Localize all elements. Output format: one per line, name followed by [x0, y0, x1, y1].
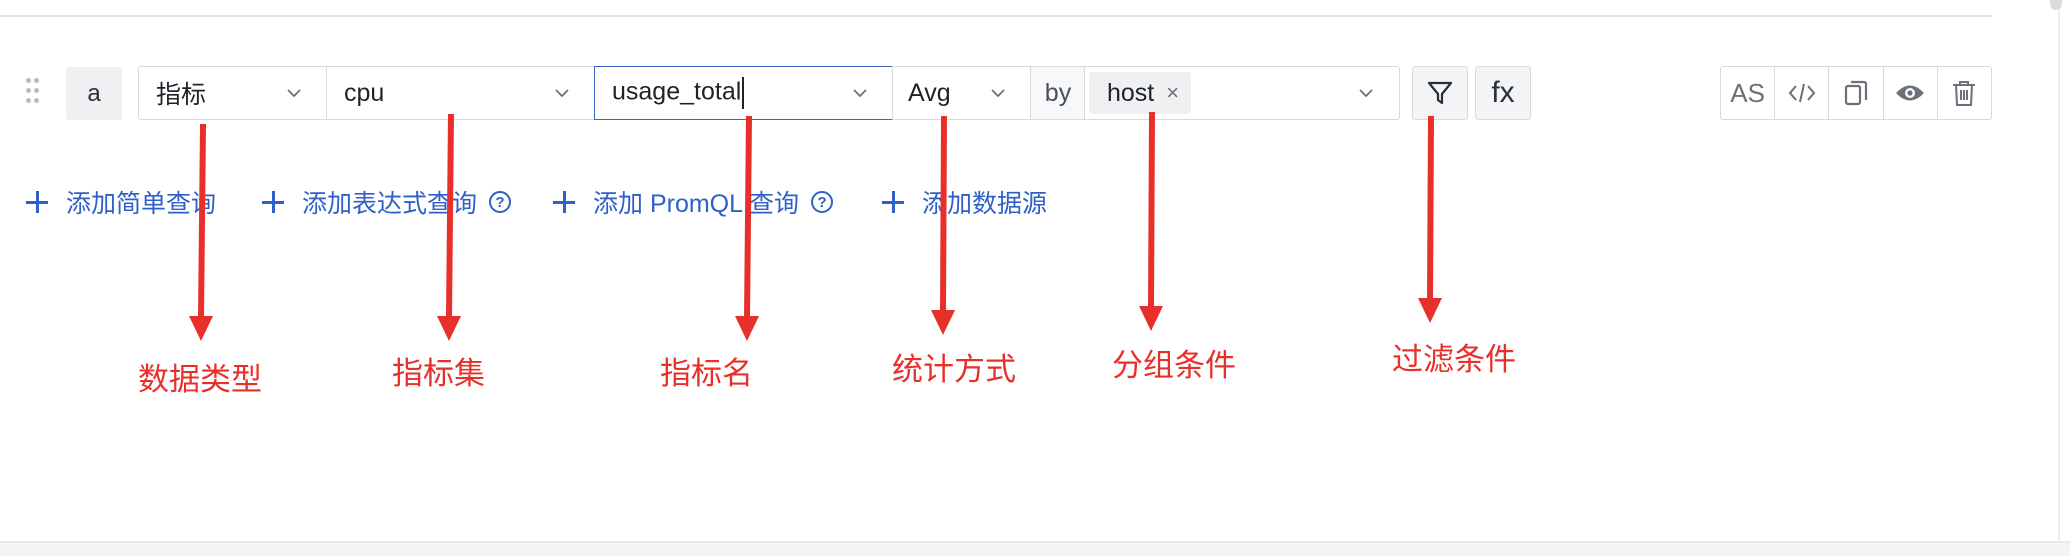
annotation-aggregation: 统计方式 [892, 352, 1016, 388]
function-button[interactable]: fx [1475, 66, 1531, 120]
code-icon [1788, 83, 1816, 103]
aggregation-select[interactable]: Avg [892, 66, 1032, 120]
annotation-filter: 过滤条件 [1392, 342, 1516, 378]
metric-name-value: usage_total [595, 77, 745, 109]
query-name-label: a [87, 79, 101, 107]
top-divider [0, 15, 1992, 17]
add-promql-query-link[interactable]: 添加 PromQL 查询 ? [553, 182, 834, 222]
plus-icon [26, 191, 48, 213]
chevron-down-icon [555, 86, 569, 100]
query-tools: AS [1720, 66, 1992, 120]
filter-button[interactable] [1412, 66, 1468, 120]
add-simple-query-label: 添加简单查询 [66, 190, 217, 218]
close-icon[interactable]: × [1166, 80, 1180, 105]
group-tag: host × [1089, 72, 1192, 114]
filter-icon [1427, 81, 1453, 105]
metric-name-select[interactable]: usage_total [594, 66, 894, 120]
add-simple-query-link[interactable]: 添加简单查询 [26, 182, 216, 222]
alias-button[interactable]: AS [1721, 67, 1776, 119]
aggregation-value: Avg [908, 78, 951, 107]
chevron-down-icon [287, 86, 301, 100]
arrow-filter [1418, 115, 1442, 323]
delete-button[interactable] [1938, 67, 1991, 119]
by-text: by [1044, 78, 1072, 107]
annotation-data-type: 数据类型 [138, 362, 262, 398]
plus-icon [262, 191, 284, 213]
metric-name-text: usage_total [612, 77, 742, 106]
annotation-metric-name: 指标名 [660, 356, 753, 392]
metric-set-select[interactable]: cpu [326, 66, 596, 120]
copy-button[interactable] [1829, 67, 1884, 119]
help-icon[interactable]: ? [811, 191, 834, 213]
page-bottom-strip [0, 543, 2070, 556]
bottom-divider [0, 541, 2070, 543]
drag-handle-icon[interactable] [26, 78, 40, 104]
arrow-metric-name [735, 115, 759, 341]
preview-button[interactable] [1884, 67, 1938, 119]
trash-icon [1953, 81, 1976, 106]
chevron-down-icon [1359, 86, 1373, 100]
annotation-group-by: 分组条件 [1112, 348, 1236, 384]
fx-icon: fx [1491, 76, 1515, 109]
eye-icon [1896, 85, 1925, 101]
copy-icon [1844, 80, 1868, 106]
plus-icon [553, 191, 575, 213]
scrollbar-thumb[interactable] [2050, 0, 2062, 10]
data-type-value: 指标 [156, 81, 207, 109]
group-by-select[interactable]: host × [1084, 66, 1400, 120]
arrow-aggregation [931, 115, 955, 335]
group-tag-label: host [1107, 78, 1155, 107]
annotation-metric-set: 指标集 [392, 356, 485, 392]
chevron-down-icon [991, 86, 1005, 100]
help-icon[interactable]: ? [489, 191, 512, 213]
add-promql-query-label: 添加 PromQL 查询 [593, 190, 800, 218]
right-edge-line [2058, 0, 2060, 543]
metric-set-value: cpu [344, 78, 385, 107]
chevron-down-icon [853, 86, 867, 100]
query-name-badge[interactable]: a [66, 67, 122, 120]
plus-icon [882, 191, 904, 213]
text-cursor [742, 77, 745, 109]
arrow-data-type [189, 123, 213, 341]
arrow-metric-set [437, 113, 461, 341]
arrow-group-by [1139, 111, 1163, 331]
code-button[interactable] [1775, 67, 1830, 119]
alias-label: AS [1730, 77, 1765, 108]
